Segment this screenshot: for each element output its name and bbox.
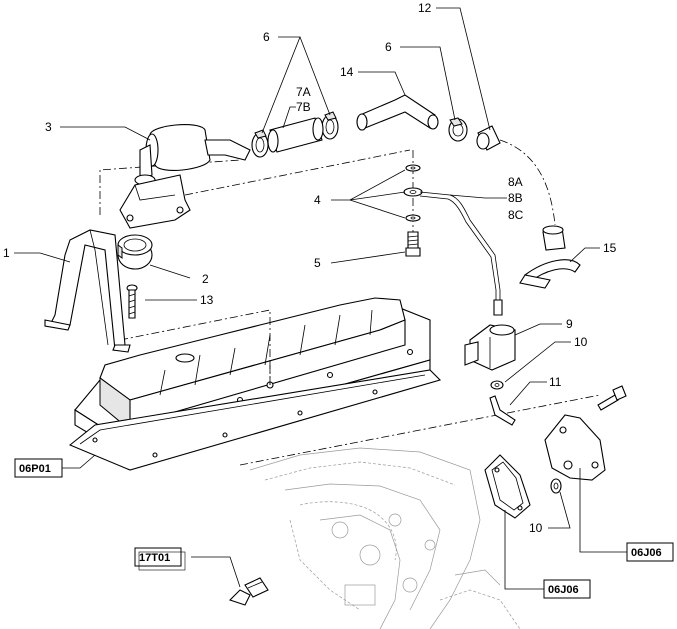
part-9-fuel-filter <box>464 324 516 371</box>
callout-7a: 7A <box>296 85 311 99</box>
part-1-bracket <box>44 229 131 353</box>
part-8-pipe <box>403 187 503 316</box>
part-14-bent-hose <box>356 94 439 131</box>
reference-17t01[interactable]: 17T01 <box>134 547 186 571</box>
callout-15: 15 <box>603 241 617 255</box>
callout-12: 12 <box>418 1 432 15</box>
reference-06j06-right[interactable]: 06J06 <box>626 542 674 562</box>
rocker-cover-gasket <box>68 369 442 471</box>
part-10-nut-lower <box>550 478 562 494</box>
callout-6-left: 6 <box>263 30 270 44</box>
callout-8c: 8C <box>508 208 524 222</box>
reference-17t01-label: 17T01 <box>139 552 170 564</box>
callout-6-right: 6 <box>385 40 392 54</box>
part-6-clamp-left <box>251 129 269 158</box>
part-10-nut-upper <box>490 380 504 390</box>
part-2-hose-clamp <box>117 234 153 270</box>
part-12-sleeve <box>476 125 501 151</box>
callout-5: 5 <box>314 256 321 270</box>
part-13-screw <box>126 284 138 319</box>
reference-06j06-right-label: 06J06 <box>631 547 662 559</box>
leader-lines <box>14 7 627 590</box>
callout-3: 3 <box>45 120 52 134</box>
callout-4: 4 <box>314 193 321 207</box>
callout-8b: 8B <box>508 191 523 205</box>
reference-06p01-label: 06P01 <box>19 463 51 475</box>
callout-11: 11 <box>549 375 562 389</box>
part-4-washers <box>405 164 421 222</box>
part-11-small-hose <box>489 395 516 426</box>
callout-13: 13 <box>200 293 214 307</box>
part-6-clamp-upper <box>448 117 468 142</box>
rocker-cover <box>74 297 431 459</box>
part-7-hose <box>267 117 324 153</box>
callout-14: 14 <box>340 65 354 79</box>
bolt-upper-right <box>597 385 627 411</box>
callout-1: 1 <box>3 246 10 260</box>
part-3-breather <box>119 124 251 229</box>
sensor-17t01 <box>228 577 269 606</box>
mounting-gasket-center <box>484 454 531 519</box>
part-15-cable-strap <box>519 259 581 289</box>
reference-06j06-bottom[interactable]: 06J06 <box>543 579 591 599</box>
callout-10-upper: 10 <box>574 335 588 349</box>
mounting-plate-right <box>544 414 606 481</box>
callout-9: 9 <box>566 317 573 331</box>
callout-8a: 8A <box>508 175 523 189</box>
callout-7b: 7B <box>296 100 311 114</box>
engine-block-outline <box>249 447 521 629</box>
reference-06j06-bottom-label: 06J06 <box>548 584 579 596</box>
callout-2: 2 <box>202 272 209 286</box>
part-5-banjo-bolt <box>405 231 421 257</box>
reference-06p01[interactable]: 06P01 <box>14 458 63 478</box>
callout-10-lower: 10 <box>529 521 543 535</box>
part-6-clamp-right <box>321 111 339 140</box>
lower-sleeve <box>542 225 566 251</box>
